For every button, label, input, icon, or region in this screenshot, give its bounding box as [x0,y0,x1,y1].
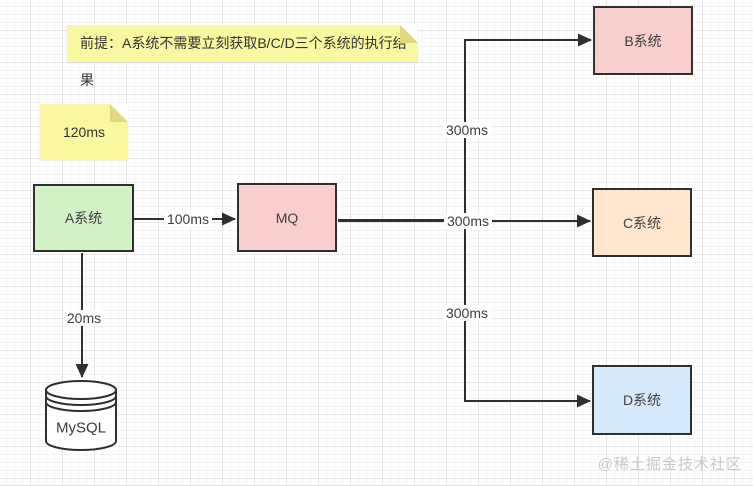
edge-label-mq-to-b: 300ms [442,122,492,138]
edge-label-mq-to-d: 300ms [442,305,492,321]
node-system-c-label: C系统 [622,214,662,231]
node-system-b-label: B系统 [624,32,662,49]
node-system-d[interactable]: D系统 [592,365,692,435]
latency-note-text: 120ms [62,124,106,140]
node-mq[interactable]: MQ [237,183,337,252]
node-mq-label: MQ [275,209,299,226]
node-system-d-label: D系统 [622,392,662,408]
premise-note-text: 前提：A系统不需要立刻获取B/C/D三个系统的执行结果 [80,35,407,88]
node-system-a[interactable]: A系统 [33,184,134,252]
node-system-a-label: A系统 [64,210,103,226]
node-system-b[interactable]: B系统 [593,6,693,75]
node-mysql-label: MySQL [55,419,107,437]
node-system-c[interactable]: C系统 [592,188,692,257]
premise-note[interactable]: 前提：A系统不需要立刻获取B/C/D三个系统的执行结果 [67,25,418,88]
mysql-cylinder-shape[interactable] [45,380,117,451]
edge-label-mq-to-c: 300ms [443,213,493,229]
edge-label-a-to-mq: 100ms [163,211,213,227]
note-fold-corner [110,104,128,122]
edge-label-a-to-mysql: 20ms [63,310,105,326]
watermark: @稀土掘金技术社区 [597,456,742,473]
note-fold-corner [400,25,418,43]
latency-120ms-note[interactable]: 120ms [40,104,128,160]
